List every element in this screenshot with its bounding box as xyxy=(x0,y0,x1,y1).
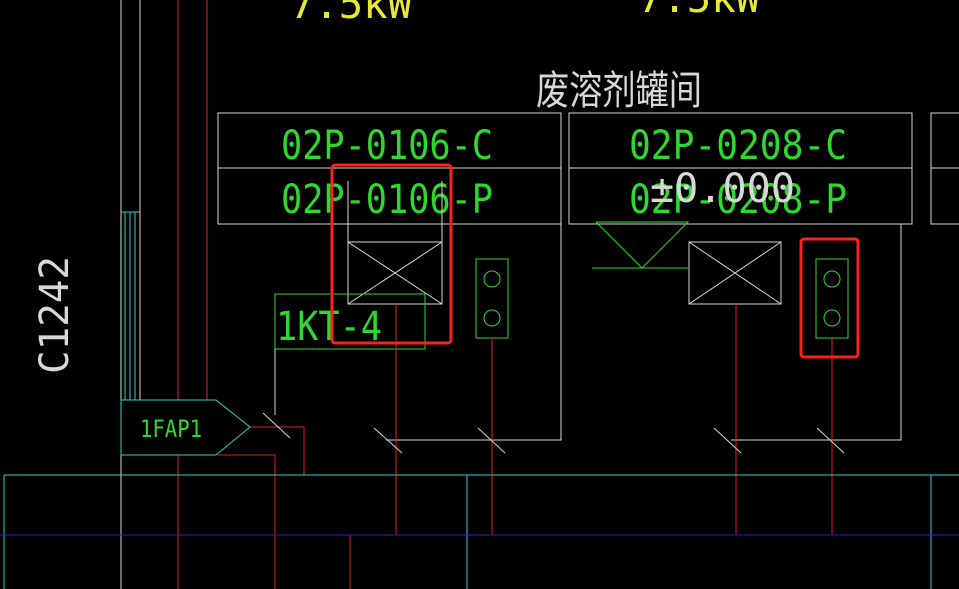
conduit-tick-marks xyxy=(262,412,845,454)
power-label-left: 7.5kW xyxy=(290,0,413,28)
highlight-box-motor xyxy=(330,163,453,345)
equipment-code-p-2: 02P-0208-P xyxy=(629,177,847,223)
distribution-panel-icon xyxy=(120,399,251,456)
equipment-table xyxy=(217,112,959,225)
room-name-label: 废溶剂罐间 xyxy=(536,68,702,114)
bottom-frame xyxy=(0,474,959,589)
control-box-outline xyxy=(274,293,426,350)
red-conduit-lines xyxy=(218,304,833,589)
panel-label: 1FAP1 xyxy=(140,415,202,443)
wiring-loops xyxy=(274,224,902,441)
power-label-right: 7.5kW xyxy=(638,0,761,22)
highlight-box-pushbutton xyxy=(799,237,860,359)
elevation-triangle-icon xyxy=(592,221,690,269)
column-label: C1242 xyxy=(32,256,78,374)
elevation-label: ±0.000 xyxy=(650,166,795,212)
equipment-code-c-1: 02P-0106-C xyxy=(281,123,493,169)
equipment-code-c-2: 02P-0208-C xyxy=(629,123,847,169)
motor-x-box-icon xyxy=(688,241,782,305)
equipment-code-p-1: 02P-0106-P xyxy=(281,177,493,223)
left-structure-lines xyxy=(120,0,208,589)
